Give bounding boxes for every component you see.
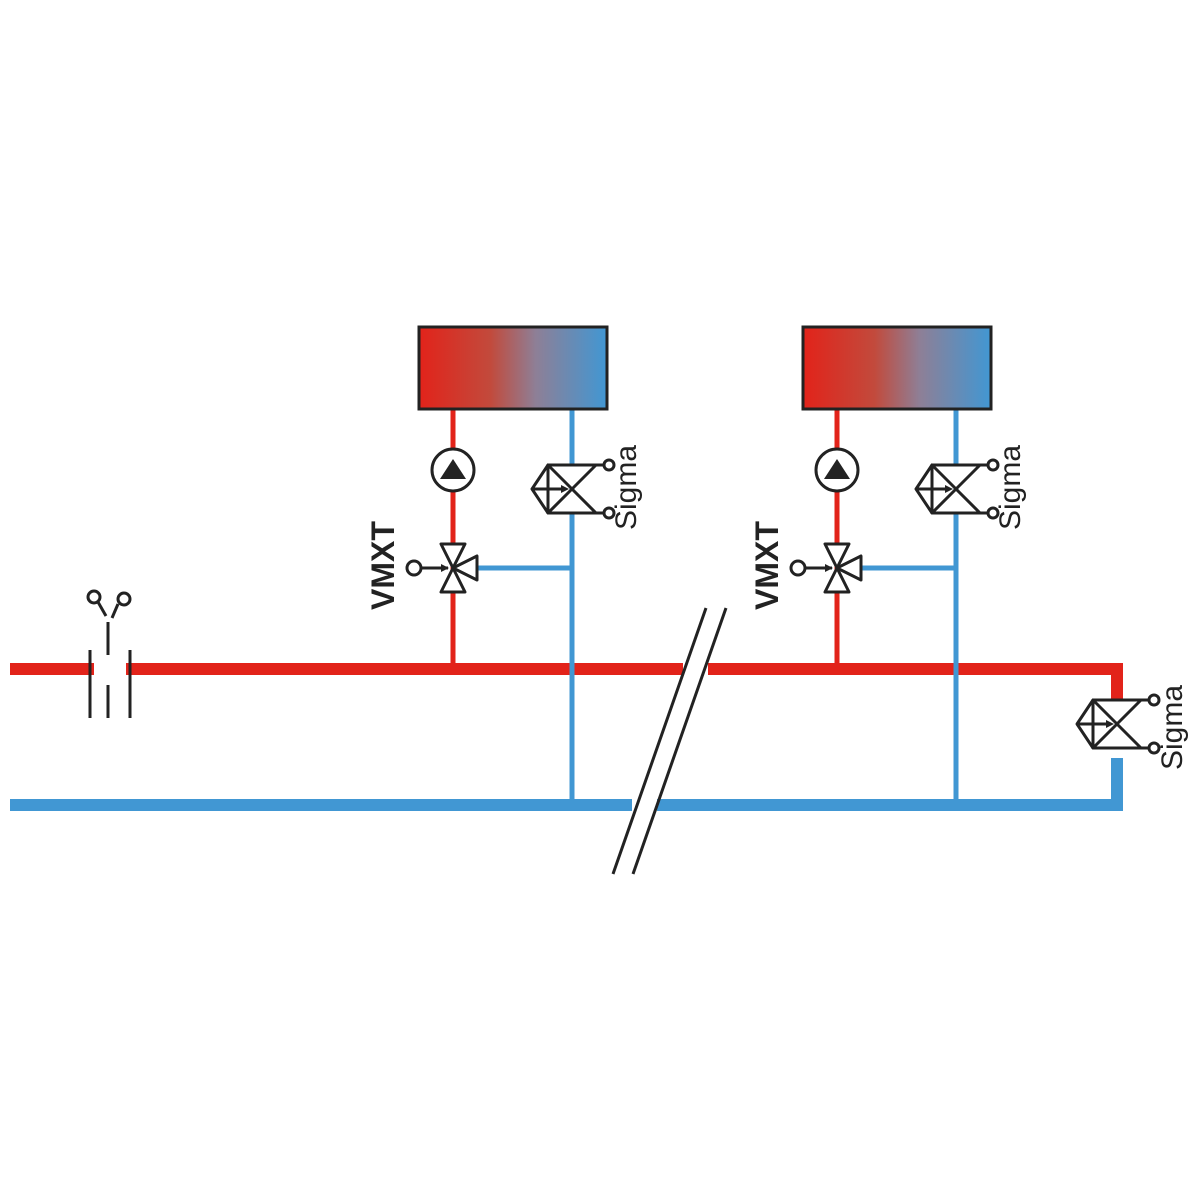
pipe-union-icon — [86, 589, 132, 720]
balancing-valve-icon — [914, 458, 1000, 520]
balancing-valve-icon — [530, 458, 616, 520]
balancing-valve-label: Sigma — [994, 445, 1027, 530]
mixing-valve-label: VMXT — [365, 521, 401, 610]
pipe-break-icon — [611, 607, 728, 875]
valve-actuator-icon — [405, 559, 449, 577]
main-return-header — [10, 758, 1123, 811]
heat-emitter-icon — [801, 325, 993, 411]
three-way-mixing-valve-icon — [439, 542, 479, 594]
end-valve-label: Sigma — [1156, 685, 1189, 770]
circulation-pump-icon — [430, 447, 476, 493]
balancing-valve-icon — [1075, 693, 1161, 755]
heat-emitter-icon — [417, 325, 609, 411]
balancing-valve-label: Sigma — [610, 445, 643, 530]
circulation-pump-icon — [814, 447, 860, 493]
main-supply-header — [10, 663, 1123, 700]
end-balancing-valve: Sigma — [1075, 685, 1189, 770]
valve-actuator-icon — [789, 559, 833, 577]
mixing-valve-label: VMXT — [749, 521, 785, 610]
three-way-mixing-valve-icon — [823, 542, 863, 594]
circuit-1: VMXT Sigma — [365, 325, 643, 805]
circuit-2: VMXT Sigma — [749, 325, 1027, 805]
